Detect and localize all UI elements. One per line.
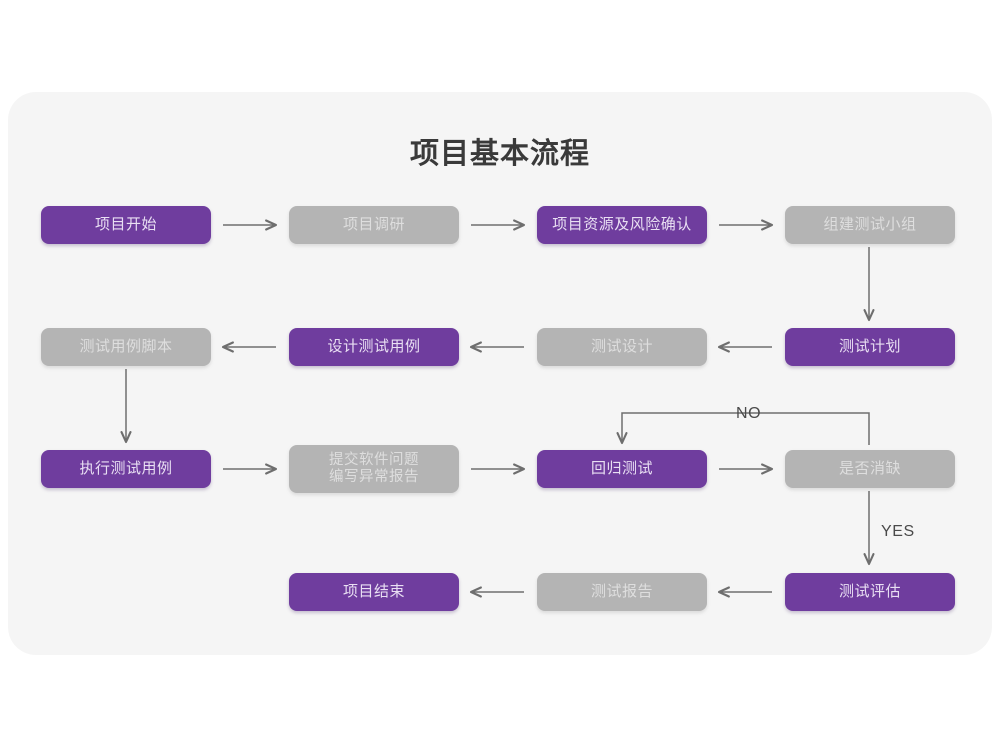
node-label-line-1: 提交软件问题 <box>329 451 419 468</box>
node-test-evaluation[interactable]: 测试评估 <box>785 573 955 611</box>
node-execute-test-case[interactable]: 执行测试用例 <box>41 450 211 488</box>
node-label: 项目资源及风险确认 <box>552 216 692 234</box>
node-label: 项目结束 <box>342 583 405 601</box>
node-label: 项目调研 <box>342 216 405 234</box>
node-label: 设计测试用例 <box>327 338 421 356</box>
node-test-case-script[interactable]: 测试用例脚本 <box>41 328 211 366</box>
edge-label-yes: YES <box>881 523 915 540</box>
node-label: 执行测试用例 <box>79 460 173 478</box>
node-test-report[interactable]: 测试报告 <box>537 573 707 611</box>
node-label: 测试评估 <box>838 583 901 601</box>
node-label: 是否消缺 <box>838 460 901 478</box>
node-build-test-team[interactable]: 组建测试小组 <box>785 206 955 244</box>
node-label: 组建测试小组 <box>823 216 917 234</box>
node-project-research[interactable]: 项目调研 <box>289 206 459 244</box>
connector-layer <box>120 219 875 598</box>
node-defect-cleared-decision[interactable]: 是否消缺 <box>785 450 955 488</box>
node-test-plan[interactable]: 测试计划 <box>785 328 955 366</box>
node-label: 测试用例脚本 <box>79 338 173 356</box>
node-regression-test[interactable]: 回归测试 <box>537 450 707 488</box>
node-label: 回归测试 <box>590 460 653 478</box>
node-label-line-2: 编写异常报告 <box>329 469 419 485</box>
node-project-end[interactable]: 项目结束 <box>289 573 459 611</box>
flowchart-card: 项目基本流程 <box>8 92 992 655</box>
edge-label-no: NO <box>736 405 762 422</box>
node-label: 测试设计 <box>590 338 653 356</box>
node-label: 测试计划 <box>838 338 901 356</box>
node-project-start[interactable]: 项目开始 <box>41 206 211 244</box>
node-submit-defect-report[interactable]: 提交软件问题 编写异常报告 <box>289 445 459 493</box>
page-title: 项目基本流程 <box>409 138 590 170</box>
node-label: 项目开始 <box>94 216 157 234</box>
node-resource-risk-confirm[interactable]: 项目资源及风险确认 <box>537 206 707 244</box>
node-design-test-case[interactable]: 设计测试用例 <box>289 328 459 366</box>
node-label: 测试报告 <box>590 583 653 601</box>
node-test-design[interactable]: 测试设计 <box>537 328 707 366</box>
